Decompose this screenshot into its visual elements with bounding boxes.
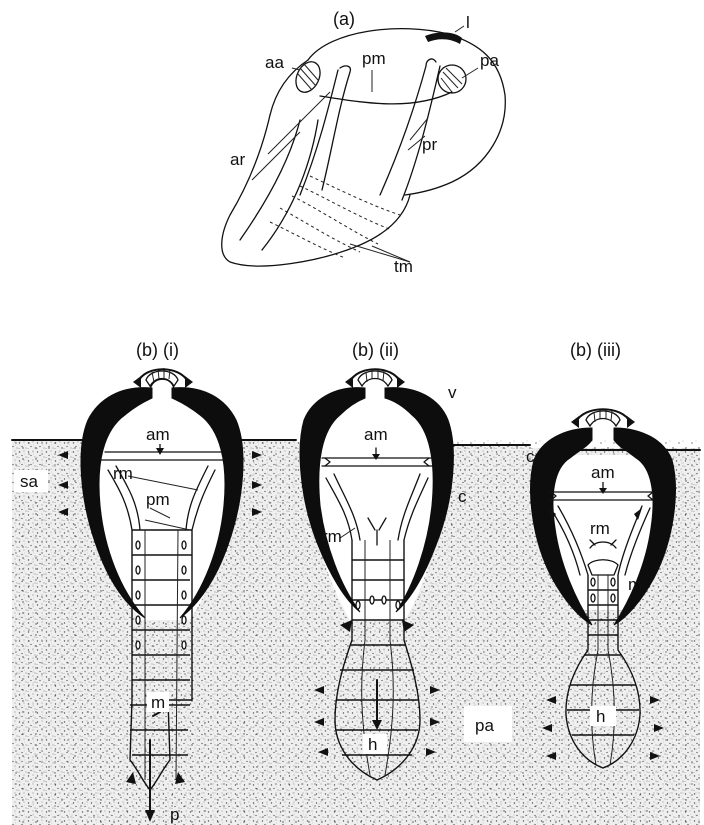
label-rm-b-i: rm [113, 464, 133, 483]
label-pa: pa [480, 51, 499, 70]
label-am-b-ii: am [364, 425, 388, 444]
label-pa-b: pa [475, 716, 494, 735]
transverse-muscles [270, 176, 400, 258]
label-pm: pm [362, 49, 386, 68]
label-p: p [170, 805, 179, 824]
label-pm-b-i: pm [146, 490, 170, 509]
label-ar: ar [230, 150, 245, 169]
panel-b-iii-title: (b) (iii) [570, 340, 621, 360]
label-aa: aa [265, 53, 284, 72]
panel-b-ii-title: (b) (ii) [352, 340, 399, 360]
label-h-b-iii: h [596, 707, 605, 726]
panel-a-title: (a) [333, 9, 355, 29]
label-c-b-ii: c [458, 487, 467, 506]
label-am-b-iii: am [591, 463, 615, 482]
label-rm-b-ii: rm [322, 527, 342, 546]
label-l: l [466, 13, 470, 32]
shell-outline [308, 29, 505, 195]
ligament [425, 32, 462, 44]
label-v: v [448, 383, 457, 402]
posterior-retractor [380, 59, 436, 195]
panel-b-i-title: (b) (i) [136, 340, 179, 360]
label-tm: tm [394, 257, 413, 276]
label-c-b-iii: c [526, 447, 535, 466]
label-m-b-i: m [151, 693, 165, 712]
label-sa: sa [20, 472, 39, 491]
label-h-b-ii: h [368, 735, 377, 754]
panel-a: (a) [222, 9, 506, 276]
label-rm-b-iii: rm [590, 519, 610, 538]
label-m-b-iii: m [628, 575, 642, 594]
label-pr: pr [422, 135, 437, 154]
anterior-retractor [322, 66, 350, 190]
label-am-b-i: am [146, 425, 170, 444]
